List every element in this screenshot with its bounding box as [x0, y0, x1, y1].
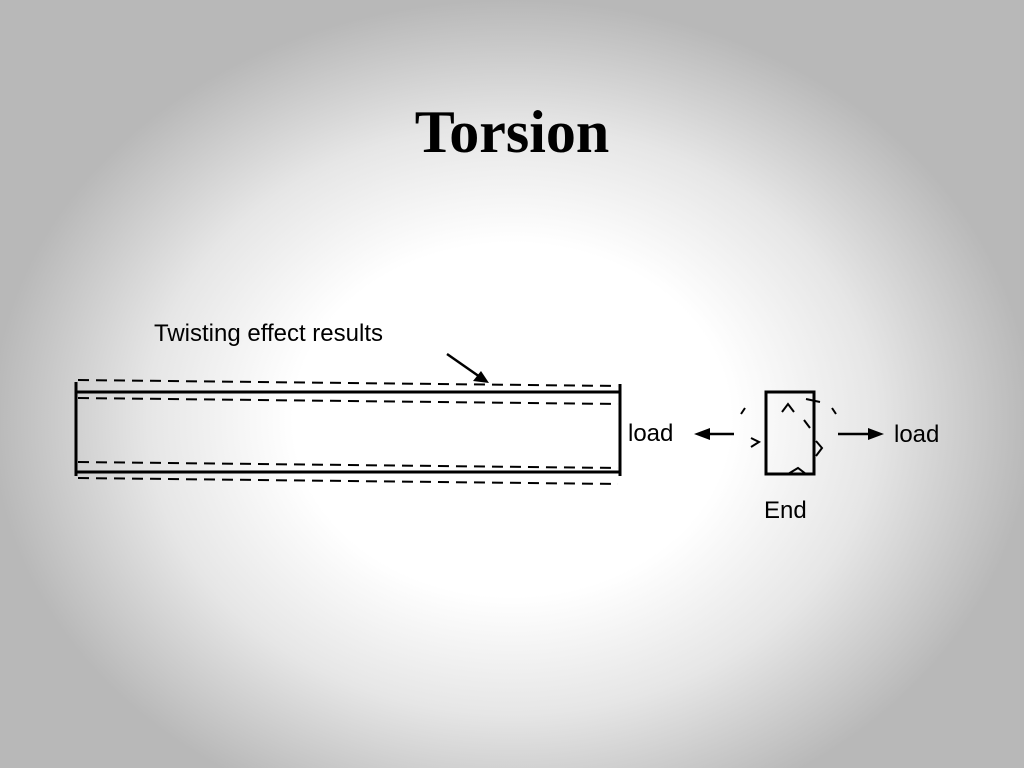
twisting-effect-label: Twisting effect results — [154, 320, 383, 347]
slide-title: Torsion — [414, 99, 610, 165]
bar — [74, 382, 622, 476]
end-view — [740, 390, 837, 476]
load-label-left: load — [628, 420, 673, 447]
pointer-arrow-icon — [446, 352, 489, 383]
end-label: End — [764, 497, 807, 524]
right-arrow-icon — [838, 428, 884, 440]
load-label-right: load — [894, 421, 939, 448]
left-arrow-icon — [694, 428, 734, 440]
twisted-outline — [77, 379, 619, 485]
